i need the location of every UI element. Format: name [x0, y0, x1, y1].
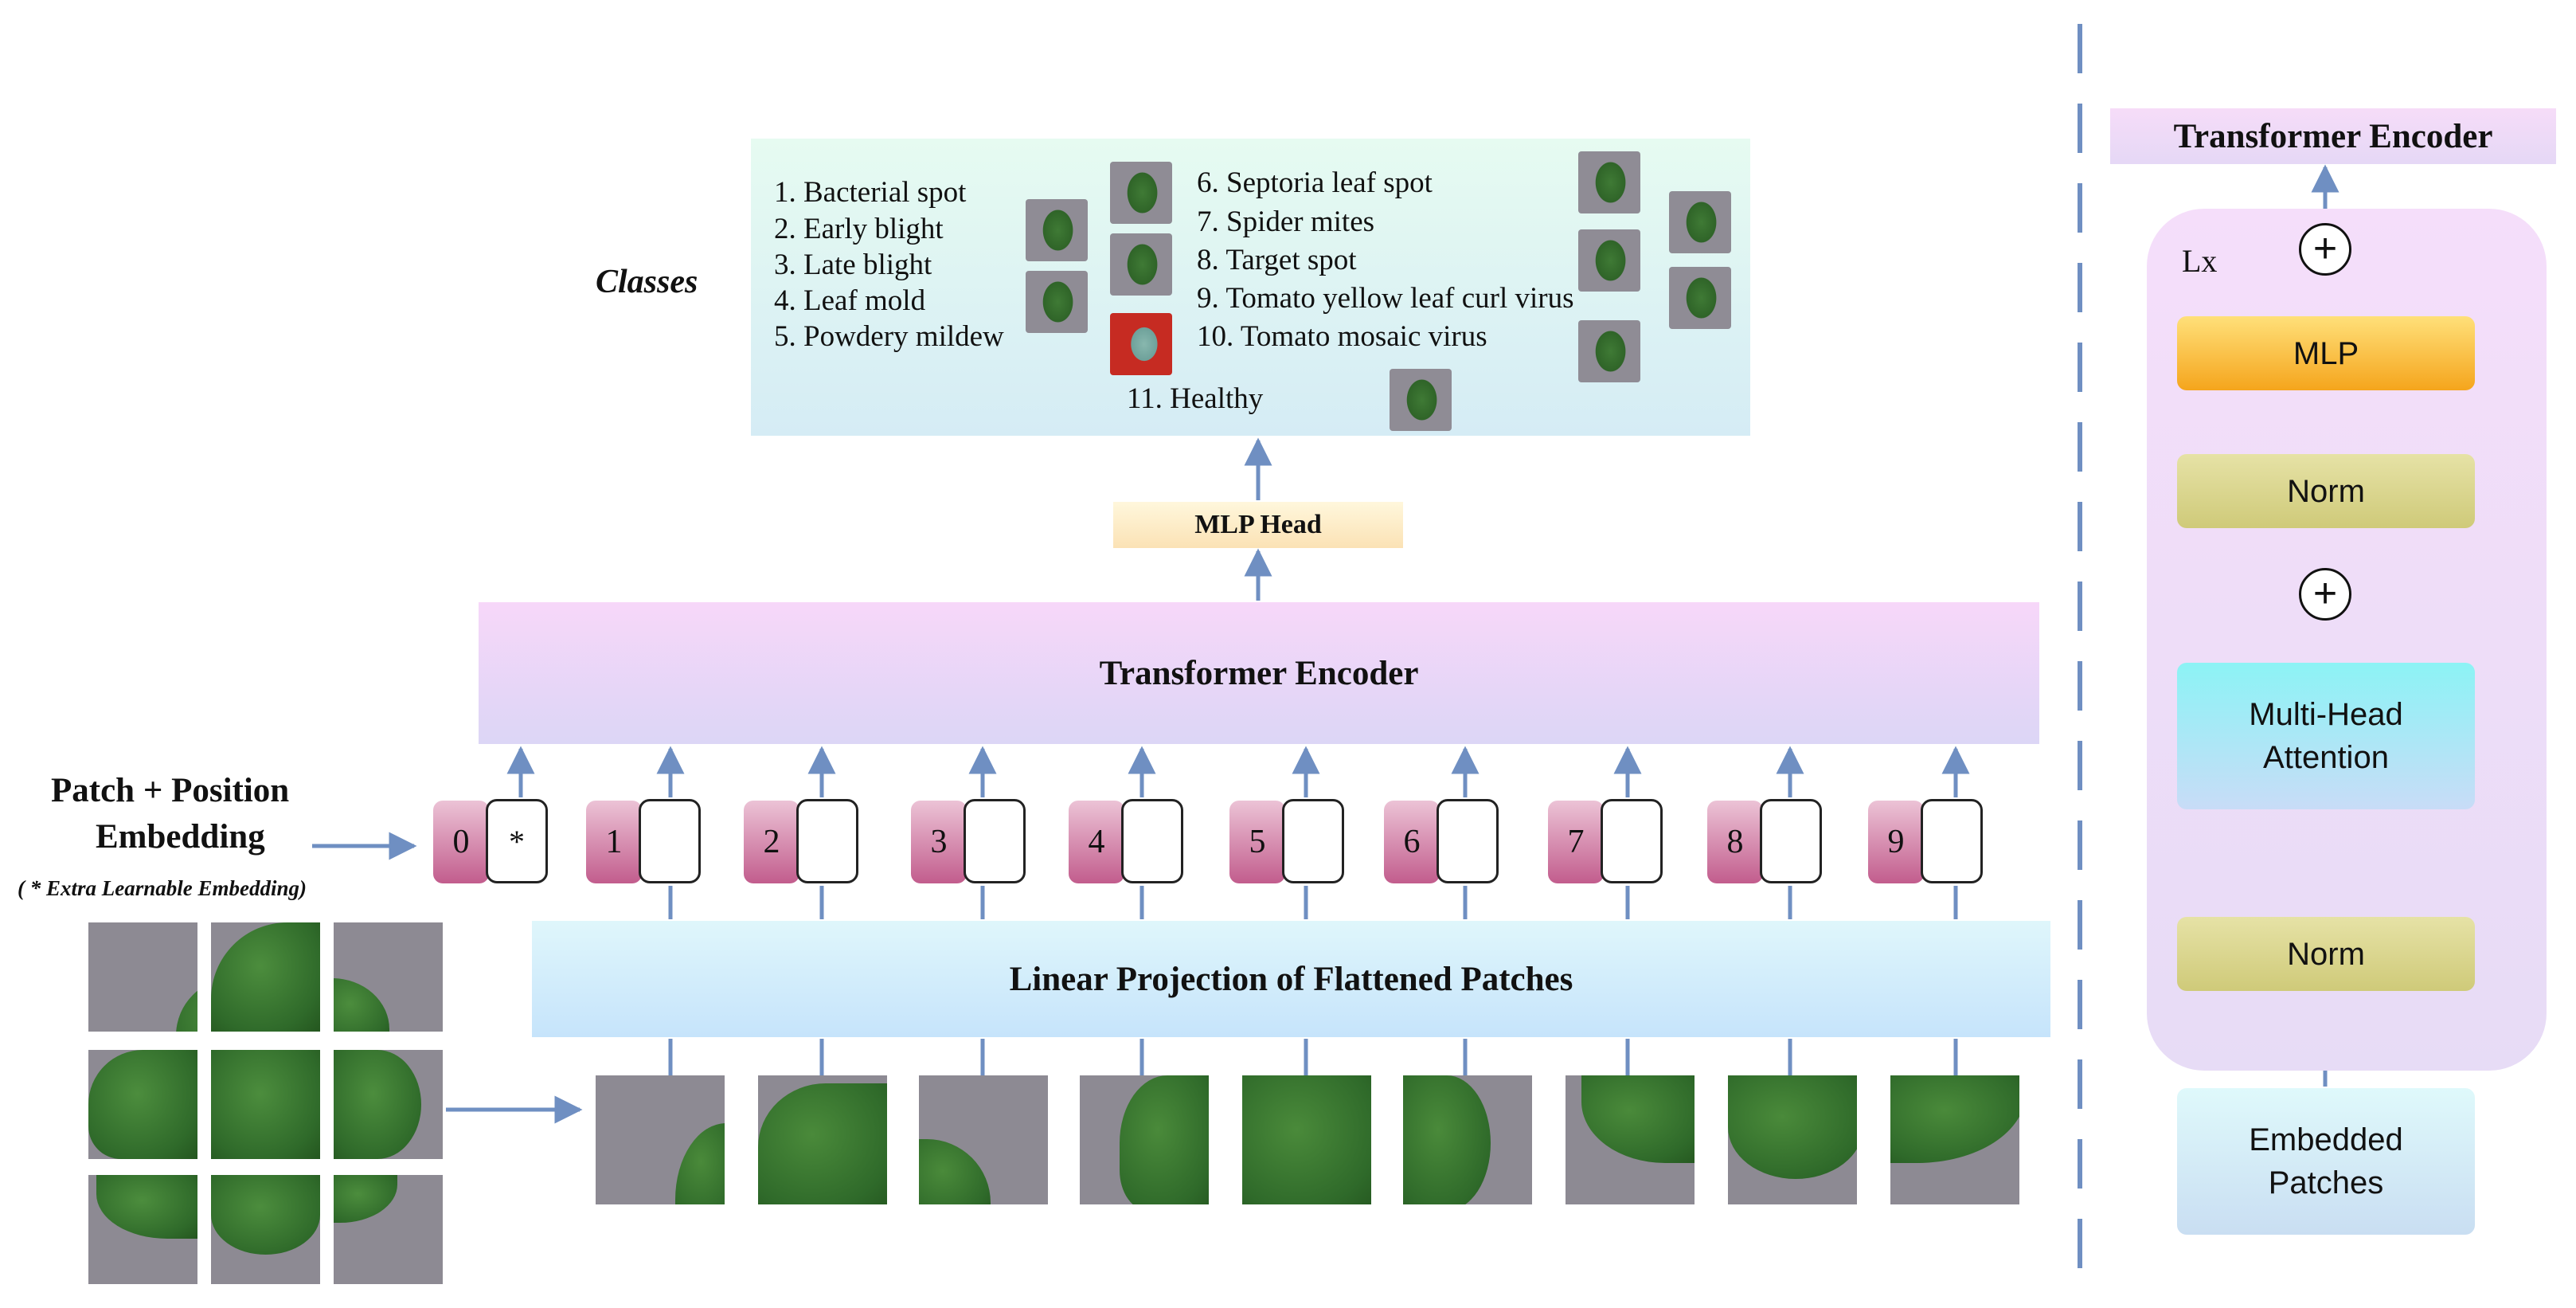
class-label-septoria-leaf-spot: 6. Septoria leaf spot: [1197, 166, 1433, 199]
image-patch-cell-8: [211, 1175, 320, 1284]
leaf-image-healthy: [1390, 369, 1452, 431]
leaf-image-powdery-mildew: [1110, 313, 1172, 375]
leaf-image-target-spot: [1578, 229, 1640, 292]
extra-embedding-note: ( * Extra Learnable Embedding): [18, 876, 307, 900]
encoder-detail-title: Transformer Encoder: [2110, 108, 2556, 164]
patch-embedding-9: [1921, 799, 1983, 883]
layer-repeat-label: Lx: [2182, 243, 2218, 279]
position-embedding-5: 5: [1229, 801, 1285, 883]
class-label-late-blight: 3. Late blight: [774, 249, 932, 281]
position-embedding-8: 8: [1707, 801, 1763, 883]
patch-embedding-7: [1601, 799, 1663, 883]
patch-embedding-3: [964, 799, 1026, 883]
mlp-head-block: MLP Head: [1113, 502, 1403, 548]
encoder-norm-bottom-block: Norm: [2177, 917, 2475, 991]
flattened-patch-4: [1080, 1075, 1209, 1204]
flattened-patch-3: [919, 1075, 1048, 1204]
transformer-encoder-block: Transformer Encoder: [479, 602, 2039, 744]
position-embedding-2: 2: [744, 801, 799, 883]
residual-add-bottom-icon: +: [2299, 568, 2351, 621]
residual-add-top-icon: +: [2299, 223, 2351, 276]
class-label-powdery-mildew: 5. Powdery mildew: [774, 320, 1004, 353]
image-patch-cell-6: [334, 1050, 443, 1159]
class-label-spider-mites: 7. Spider mites: [1197, 206, 1375, 238]
projection-to-token-lines: [668, 886, 1958, 919]
leaf-image-tomato-mosaic-virus: [1578, 320, 1640, 382]
leaf-image-spider-mites: [1669, 191, 1731, 253]
patch-embedding-5: [1282, 799, 1344, 883]
multi-head-attention-block: Multi-Head Attention: [2177, 663, 2475, 809]
token-up-arrows: [506, 746, 1970, 797]
leaf-image-septoria-leaf-spot: [1578, 151, 1640, 213]
flattened-patch-5: [1242, 1075, 1371, 1204]
patch-to-projection-lines: [668, 1039, 1958, 1075]
position-embedding-1: 1: [586, 801, 642, 883]
encoder-norm-top-block: Norm: [2177, 454, 2475, 528]
image-patch-cell-3: [334, 922, 443, 1032]
class-label-tomato-yellow-leaf-curl-virus: 9. Tomato yellow leaf curl virus: [1197, 282, 1574, 315]
leaf-image-early-blight: [1026, 199, 1088, 261]
image-patch-cell-2: [211, 922, 320, 1032]
leaf-image-late-blight: [1110, 233, 1172, 296]
classes-heading: Classes: [596, 264, 698, 300]
position-embedding-0: 0: [433, 801, 489, 883]
class-label-healthy: 11. Healthy: [1127, 382, 1264, 415]
patch-embedding-2: [796, 799, 858, 883]
position-embedding-9: 9: [1868, 801, 1924, 883]
image-patch-cell-1: [88, 922, 197, 1032]
class-label-tomato-mosaic-virus: 10. Tomato mosaic virus: [1197, 320, 1487, 353]
class-label-early-blight: 2. Early blight: [774, 213, 944, 245]
patch-embedding-4: [1121, 799, 1183, 883]
image-patch-cell-5: [211, 1050, 320, 1159]
patch-embedding-8: [1760, 799, 1822, 883]
image-patch-cell-9: [334, 1175, 443, 1284]
patch-embedding-1: [639, 799, 701, 883]
flattened-patch-1: [596, 1075, 725, 1204]
encoder-mlp-block: MLP: [2177, 316, 2475, 390]
leaf-image-tomato-yellow-leaf-curl-virus: [1669, 267, 1731, 329]
image-patch-cell-7: [88, 1175, 197, 1284]
position-embedding-7: 7: [1548, 801, 1604, 883]
class-label-leaf-mold: 4. Leaf mold: [774, 284, 926, 317]
image-patch-cell-4: [88, 1050, 197, 1159]
extra-learnable-embedding: *: [486, 799, 548, 883]
position-embedding-6: 6: [1384, 801, 1440, 883]
class-label-bacterial-spot: 1. Bacterial spot: [774, 176, 967, 209]
position-embedding-4: 4: [1069, 801, 1124, 883]
flattened-patch-7: [1566, 1075, 1695, 1204]
embedding-title-line2: Embedding: [96, 818, 265, 856]
embedded-patches-block: Embedded Patches: [2177, 1088, 2475, 1235]
leaf-image-bacterial-spot: [1110, 162, 1172, 224]
leaf-image-leaf-mold: [1026, 271, 1088, 333]
position-embedding-3: 3: [911, 801, 967, 883]
patch-embedding-6: [1437, 799, 1499, 883]
flattened-patch-6: [1403, 1075, 1532, 1204]
class-label-target-spot: 8. Target spot: [1197, 244, 1357, 276]
embedding-title-line1: Patch + Position: [51, 772, 290, 809]
flattened-patch-9: [1890, 1075, 2019, 1204]
linear-projection-block: Linear Projection of Flattened Patches: [532, 921, 2050, 1037]
flattened-patch-8: [1728, 1075, 1857, 1204]
flattened-patch-2: [758, 1075, 887, 1204]
